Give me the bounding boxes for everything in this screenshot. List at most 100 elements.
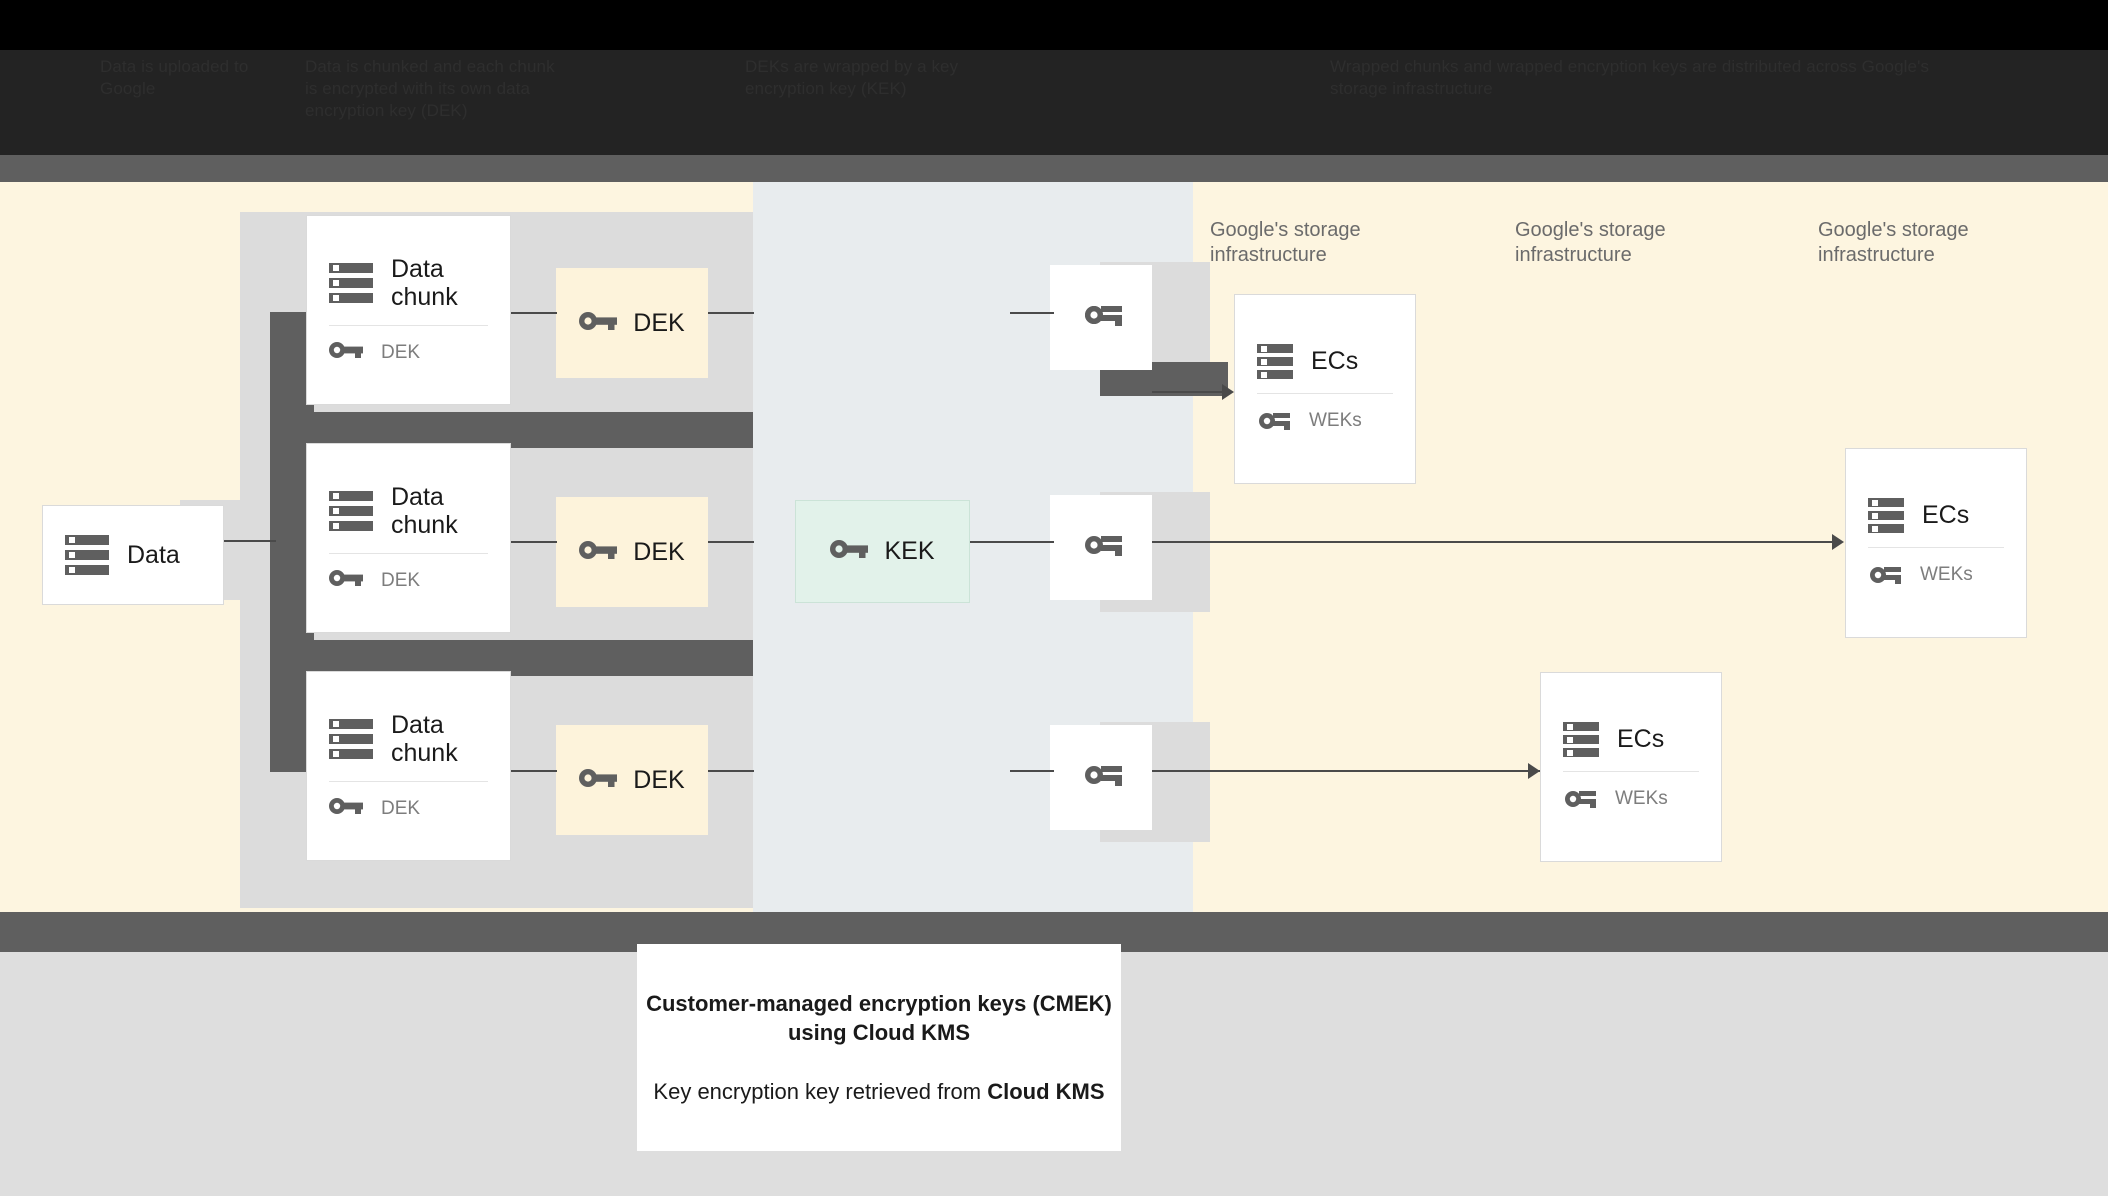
pill-kek-label: KEK <box>884 537 935 565</box>
header-step-1: Data is uploaded to Google <box>100 57 249 98</box>
pill-dek-3-label: DEK <box>633 765 685 794</box>
tile-wrapped-key-1[interactable] <box>1050 265 1152 370</box>
conn-chunk1-dek <box>511 312 557 314</box>
chunk3-divider <box>329 781 488 782</box>
arrow-storage-1 <box>1222 384 1234 400</box>
bus-sep-2 <box>270 640 753 676</box>
server-icon <box>1868 497 1904 533</box>
chunk1-label: Data chunk <box>391 255 458 311</box>
storage-label-1: Google's storage infrastructure <box>1210 219 1361 266</box>
conn-wkey3-storage2 <box>1152 770 1540 772</box>
conn-kek-to-wkey2 <box>970 541 1054 543</box>
ecs2-divider <box>1563 770 1699 772</box>
card-source-row: Data <box>43 535 223 575</box>
pill-dek-2-label: DEK <box>633 537 685 566</box>
chunk2-top-row: Data chunk <box>307 483 510 539</box>
chunk3-key-label: DEK <box>381 797 421 819</box>
ecs3-key-row: WEKs <box>1846 562 2026 589</box>
key-icon <box>329 796 363 821</box>
card-data-chunk-2[interactable]: Data chunk DEK <box>306 443 511 633</box>
storage-label-2: Google's storage infrastructure <box>1515 219 1666 266</box>
chunk3-top-row: Data chunk <box>307 711 510 767</box>
chunk3-label: Data chunk <box>391 711 458 767</box>
tile-wrapped-key-2[interactable] <box>1050 495 1152 600</box>
key-icon <box>579 539 618 566</box>
chunk1-divider <box>329 325 488 326</box>
tile-wrapped-key-3[interactable] <box>1050 725 1152 830</box>
ecs3-key-label: WEKs <box>1920 564 1973 585</box>
key-icon <box>579 767 618 794</box>
ecs1-top-row: ECs <box>1235 343 1415 379</box>
ecs1-key-row: WEKs <box>1235 408 1415 435</box>
bus-sep-1 <box>270 412 753 448</box>
chunk2-key-label: DEK <box>381 569 421 591</box>
card-storage-ecs-3[interactable]: ECs WEKs <box>1845 448 2027 638</box>
ecs3-top-row: ECs <box>1846 497 2026 533</box>
header-black-band <box>0 0 2108 50</box>
ecs1-divider <box>1257 392 1393 394</box>
key-icon <box>579 310 618 337</box>
key-icon <box>830 538 869 565</box>
server-icon <box>1257 343 1293 379</box>
caption-body: Key encryption key retrieved from Cloud … <box>653 1077 1104 1106</box>
chunk2-divider <box>329 553 488 554</box>
ecs1-key-label: WEKs <box>1309 410 1362 431</box>
arrow-storage-2 <box>1528 763 1540 779</box>
header-dark-band <box>0 50 2108 155</box>
pill-dek-1[interactable]: DEK <box>556 268 708 378</box>
pill-dek-1-label: DEK <box>633 308 685 337</box>
card-data-chunk-1[interactable]: Data chunk DEK <box>306 215 511 405</box>
caption-body-prefix: Key encryption key retrieved from <box>653 1079 988 1104</box>
ecs3-divider <box>1868 546 2004 548</box>
arrow-storage-3 <box>1832 534 1844 550</box>
conn-source-to-spine <box>224 540 276 542</box>
pill-dek-3[interactable]: DEK <box>556 725 708 835</box>
server-icon <box>1563 721 1599 757</box>
card-storage-ecs-2[interactable]: ECs WEKs <box>1540 672 1722 862</box>
caption-card: Customer-managed encryption keys (CMEK) … <box>637 944 1121 1151</box>
chunk1-key-label: DEK <box>381 341 421 363</box>
key-icon <box>1257 408 1291 435</box>
conn-dek1-out <box>708 312 754 314</box>
header-gray-band <box>0 155 2108 182</box>
ecs2-label: ECs <box>1617 725 1665 753</box>
conn-to-wkey3 <box>1010 770 1054 772</box>
key-icon <box>329 568 363 593</box>
header-step-4: Wrapped chunks and wrapped encryption ke… <box>1330 57 1930 98</box>
caption-body-emphasis: Cloud KMS <box>987 1079 1105 1104</box>
chunk3-key-row: DEK <box>307 796 510 821</box>
card-storage-ecs-1[interactable]: ECs WEKs <box>1234 294 1416 484</box>
header-step-2: Data is chunked and each chunk is encryp… <box>305 57 555 120</box>
card-data-chunk-3[interactable]: Data chunk DEK <box>306 671 511 861</box>
server-icon <box>65 535 109 575</box>
conn-to-wkey1 <box>1010 312 1054 314</box>
key-icon <box>1868 562 1902 589</box>
chunk1-top-row: Data chunk <box>307 255 510 311</box>
chunk2-key-row: DEK <box>307 568 510 593</box>
server-icon <box>329 719 373 759</box>
chunk1-key-row: DEK <box>307 340 510 365</box>
key-icon <box>1079 300 1123 335</box>
conn-wkey1-storage1 <box>1152 391 1230 393</box>
key-icon <box>329 340 363 365</box>
caption-title: Customer-managed encryption keys (CMEK) … <box>646 991 1112 1045</box>
ecs1-label: ECs <box>1311 347 1359 375</box>
card-source-label: Data <box>127 541 180 569</box>
ecs3-label: ECs <box>1922 501 1970 529</box>
key-icon <box>1563 786 1597 813</box>
card-source-data[interactable]: Data <box>42 505 224 605</box>
ecs2-key-row: WEKs <box>1541 786 1721 813</box>
key-icon <box>1079 760 1123 795</box>
server-icon <box>329 491 373 531</box>
ecs2-top-row: ECs <box>1541 721 1721 757</box>
conn-wkey2-storage3 <box>1152 541 1842 543</box>
pill-dek-2[interactable]: DEK <box>556 497 708 607</box>
storage-label-3: Google's storage infrastructure <box>1818 219 1969 266</box>
ecs2-key-label: WEKs <box>1615 788 1668 809</box>
conn-chunk2-dek <box>511 541 557 543</box>
pill-kek[interactable]: KEK <box>795 500 970 603</box>
chunk2-label: Data chunk <box>391 483 458 539</box>
conn-dek3-out <box>708 770 754 772</box>
conn-chunk3-dek <box>511 770 557 772</box>
